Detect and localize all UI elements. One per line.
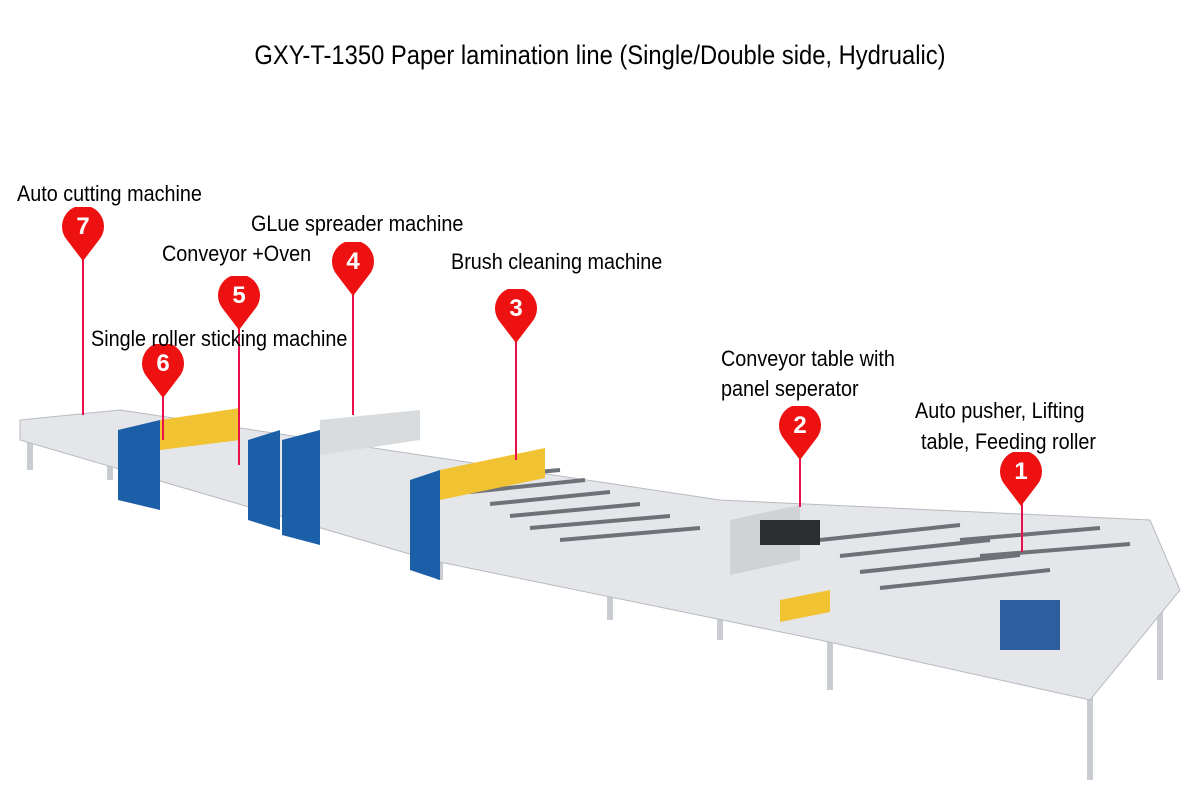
leader-line-1 — [1021, 500, 1023, 552]
station-label-7: Auto cutting machine — [17, 181, 202, 206]
station-pin-5: 5 — [217, 276, 261, 332]
station-pin-7: 7 — [61, 207, 105, 263]
page-title: GXY-T-1350 Paper lamination line (Single… — [254, 40, 946, 70]
leader-line-2 — [799, 452, 801, 507]
station-pin-4: 4 — [331, 242, 375, 298]
station-pin-2: 2 — [778, 406, 822, 462]
leader-line-5 — [238, 325, 240, 465]
station-label-1-line1: Auto pusher, Lifting — [915, 398, 1085, 423]
station-label-2-line2: panel seperator — [721, 376, 859, 401]
station-label-5: Conveyor +Oven — [162, 241, 312, 266]
leader-line-3 — [515, 335, 517, 460]
leader-line-4 — [352, 290, 354, 415]
station-pin-1: 1 — [999, 452, 1043, 508]
station-label-4: GLue spreader machine — [251, 211, 464, 236]
station-pin-3: 3 — [494, 289, 538, 345]
leader-line-7 — [82, 255, 84, 415]
station-label-2-line1: Conveyor table with — [721, 346, 895, 371]
station-label-6: Single roller sticking machine — [91, 326, 348, 351]
station-label-1-line2: table, Feeding roller — [921, 429, 1097, 454]
leader-line-6 — [162, 390, 164, 440]
station-pin-6: 6 — [141, 344, 185, 400]
station-label-3: Brush cleaning machine — [451, 249, 663, 274]
